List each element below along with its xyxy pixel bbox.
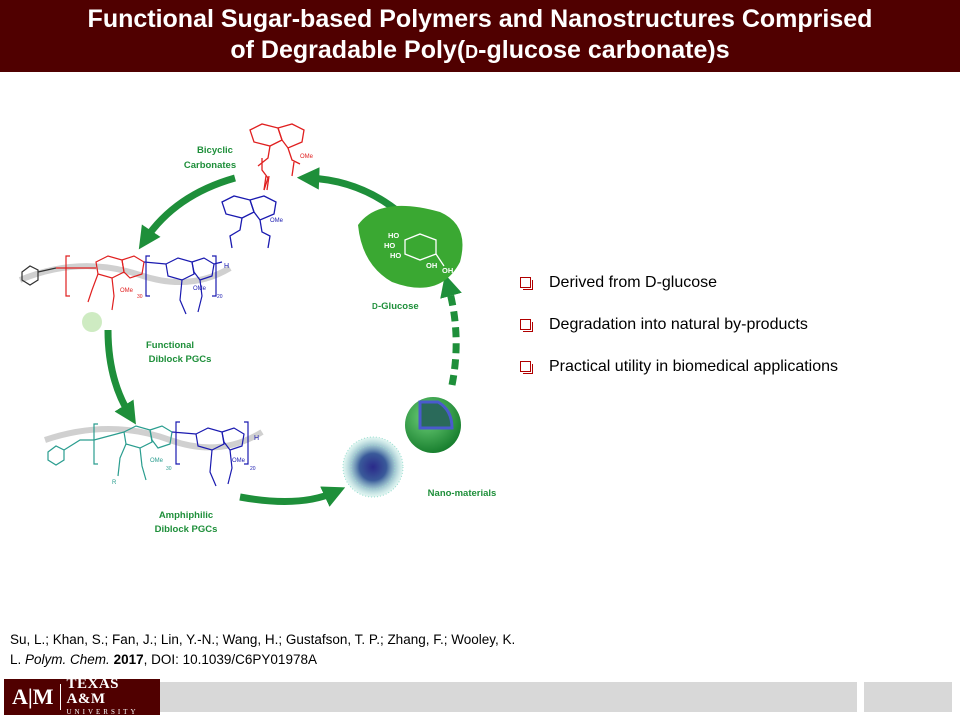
- checkbox-bullet-icon: [520, 319, 533, 332]
- arrow-glucose-to-carbonate: [296, 167, 403, 216]
- alkyne-highlight: [82, 312, 102, 332]
- footer-bar: [160, 682, 857, 712]
- logo-line-1: TEXAS A&M: [66, 676, 120, 707]
- checkbox-bullet-icon: [520, 277, 533, 290]
- polymer-cycle-figure: OMe OMe Bicyclic Carbonates HO HO HO OH …: [18, 123, 497, 535]
- red-ome-label: OMe: [300, 154, 314, 160]
- functional-blue-ome: OMe: [193, 286, 207, 292]
- label-dglucose-prefix: D: [372, 302, 378, 311]
- amphiphilic-blue-ome: OMe: [232, 458, 246, 464]
- functional-h-end: H: [224, 263, 229, 270]
- citation-journal: Polym. Chem.: [25, 652, 110, 667]
- arrow-amphiphilic-to-nano: [239, 486, 346, 507]
- label-amphiphilic-2: Diblock PGCs: [155, 524, 218, 535]
- amphiphilic-teal-ome: OMe: [150, 458, 164, 464]
- leaf-icon: [358, 205, 463, 288]
- functional-red-ome: OMe: [120, 288, 134, 294]
- citation-doi: , DOI: 10.1039/C6PY01978A: [143, 652, 317, 667]
- amphiphilic-r-group: R: [112, 480, 117, 486]
- functional-diblock-structure: [21, 255, 223, 315]
- amphiphilic-n20: 20: [250, 466, 256, 472]
- arrow-nano-to-glucose-dashed: [440, 274, 462, 386]
- footer-page-box: [864, 682, 952, 712]
- amphiphilic-diblock-structure: [47, 421, 249, 487]
- bullet-item: Derived from D-glucose: [520, 272, 940, 293]
- title-line-2: of Degradable Poly(D-glucose carbonate)s: [0, 35, 960, 68]
- amphiphilic-n30: 30: [166, 466, 172, 472]
- bullet-text: Degradation into natural by-products: [549, 315, 808, 333]
- blue-ome-label: OMe: [270, 218, 284, 224]
- atm-logo-mark: A|M: [4, 684, 61, 710]
- nanosphere-icon: [405, 397, 461, 453]
- label-bicyclic-2: Carbonates: [184, 160, 236, 171]
- bullet-text: Practical utility in biomedical applicat…: [549, 357, 839, 375]
- citation: Su, L.; Khan, S.; Fan, J.; Lin, Y.-N.; W…: [10, 630, 520, 670]
- glucose-ho-3: HO: [390, 251, 401, 260]
- micelle-nanoparticle: [342, 436, 404, 498]
- checkbox-bullet-icon: [520, 361, 533, 374]
- bullet-text: Derived from D-glucose: [549, 273, 718, 291]
- citation-authors: Su, L.; Khan, S.; Fan, J.; Lin, Y.-N.; W…: [10, 632, 516, 667]
- citation-year: 2017: [113, 652, 144, 667]
- slide-title: Functional Sugar-based Polymers and Nano…: [0, 0, 960, 72]
- label-bicyclic-1: Bicyclic: [197, 145, 233, 156]
- bullet-item: Degradation into natural by-products: [520, 314, 940, 335]
- amphiphilic-h-end: H: [254, 435, 259, 442]
- bullet-item: Practical utility in biomedical applicat…: [520, 356, 940, 377]
- glucose-oh-2: OH: [442, 266, 453, 275]
- title-line-2-pre: of Degradable Poly(: [230, 36, 466, 64]
- glucose-ho-1: HO: [388, 231, 399, 240]
- title-line-1: Functional Sugar-based Polymers and Nano…: [87, 5, 873, 33]
- functional-n20: 20: [217, 294, 223, 300]
- arrow-monomer-to-polymer: [138, 174, 236, 250]
- arrow-functional-to-amphiphilic: [104, 329, 136, 425]
- red-bicyclic-carbonate-structure: [249, 123, 305, 191]
- logo-line-2: UNIVERSITY: [66, 708, 139, 716]
- blue-bicyclic-carbonate-structure: [221, 195, 277, 249]
- label-functional-2: Diblock PGCs: [149, 354, 212, 365]
- glucose-oh-1: OH: [426, 261, 437, 270]
- title-line-2-smallcap: D: [465, 42, 479, 62]
- bullet-list: Derived from D-glucose Degradation into …: [520, 272, 940, 398]
- glucose-ho-2: HO: [384, 241, 395, 250]
- label-functional-1: Functional: [146, 340, 194, 351]
- title-line-2-post: -glucose carbonate)s: [478, 36, 730, 64]
- functional-n30: 30: [137, 294, 143, 300]
- amphiphilic-backbone-ribbon: [44, 426, 264, 451]
- glucose-structure: [404, 233, 445, 267]
- label-dglucose: -Glucose: [378, 301, 419, 312]
- label-amphiphilic-1: Amphiphilic: [159, 510, 213, 521]
- tamu-logo: A|M TEXAS A&M UNIVERSITY: [4, 676, 160, 716]
- label-nanomaterials: Nano-materials: [428, 488, 497, 499]
